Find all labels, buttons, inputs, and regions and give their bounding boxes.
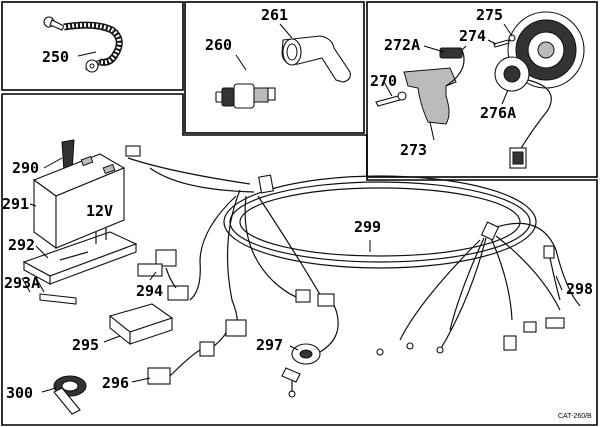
leader-297	[289, 345, 299, 351]
label-293A: 293A	[4, 274, 40, 292]
leader-275	[503, 23, 513, 37]
tape-roll-drawing	[53, 375, 87, 415]
label-276A: 276A	[480, 104, 516, 122]
battery-voltage-label: 12V	[86, 202, 113, 220]
panel-alternator	[366, 1, 598, 178]
panel-ground-cable	[1, 1, 184, 91]
leader-295	[103, 335, 121, 343]
label-261: 261	[261, 6, 288, 24]
leader-294	[149, 271, 157, 281]
spark-plug-drawing	[215, 83, 276, 109]
leader-260	[235, 54, 247, 71]
leader-296	[131, 377, 151, 383]
battery-drawing: 12V	[22, 139, 138, 305]
label-294: 294	[136, 282, 163, 300]
leader-292	[35, 245, 49, 259]
label-250: 250	[42, 48, 69, 66]
panel-wiring-harness	[1, 93, 598, 426]
leader-290	[43, 157, 63, 169]
label-274: 274	[459, 27, 486, 45]
relay-drawing	[125, 145, 189, 301]
label-295: 295	[72, 336, 99, 354]
label-272A: 272A	[384, 36, 420, 54]
leader-250	[77, 51, 97, 57]
leader-274	[487, 39, 497, 45]
ground-cable-drawing	[43, 16, 123, 73]
panel-spark-plug	[184, 1, 365, 134]
leader-293A	[35, 277, 45, 293]
leader-293A-b	[21, 277, 31, 293]
leader-291	[29, 203, 37, 207]
alternator-drawing	[375, 11, 585, 169]
label-275: 275	[476, 6, 503, 24]
leader-270	[383, 81, 393, 97]
label-297: 297	[256, 336, 283, 354]
label-292: 292	[8, 236, 35, 254]
label-273: 273	[400, 141, 427, 159]
connector-298-drawing	[543, 245, 561, 301]
leader-273	[429, 121, 435, 141]
ignition-switch-drawing	[281, 289, 339, 398]
label-260: 260	[205, 36, 232, 54]
label-270: 270	[370, 72, 397, 90]
label-298: 298	[566, 280, 593, 298]
spark-cap-drawing	[281, 35, 351, 83]
label-300: 300	[6, 384, 33, 402]
leader-276A	[501, 89, 509, 105]
control-unit-drawing	[108, 303, 174, 346]
leader-272A	[423, 45, 445, 53]
main-harness-drawing	[127, 157, 581, 356]
leader-300	[41, 387, 57, 393]
leader-298	[555, 275, 563, 291]
label-296: 296	[102, 374, 129, 392]
footer-code: CAT-260/B	[558, 413, 592, 420]
label-299: 299	[354, 218, 381, 236]
leader-261	[279, 23, 293, 39]
connector-296-drawing	[147, 319, 247, 385]
label-290: 290	[12, 159, 39, 177]
label-291: 291	[2, 195, 29, 213]
